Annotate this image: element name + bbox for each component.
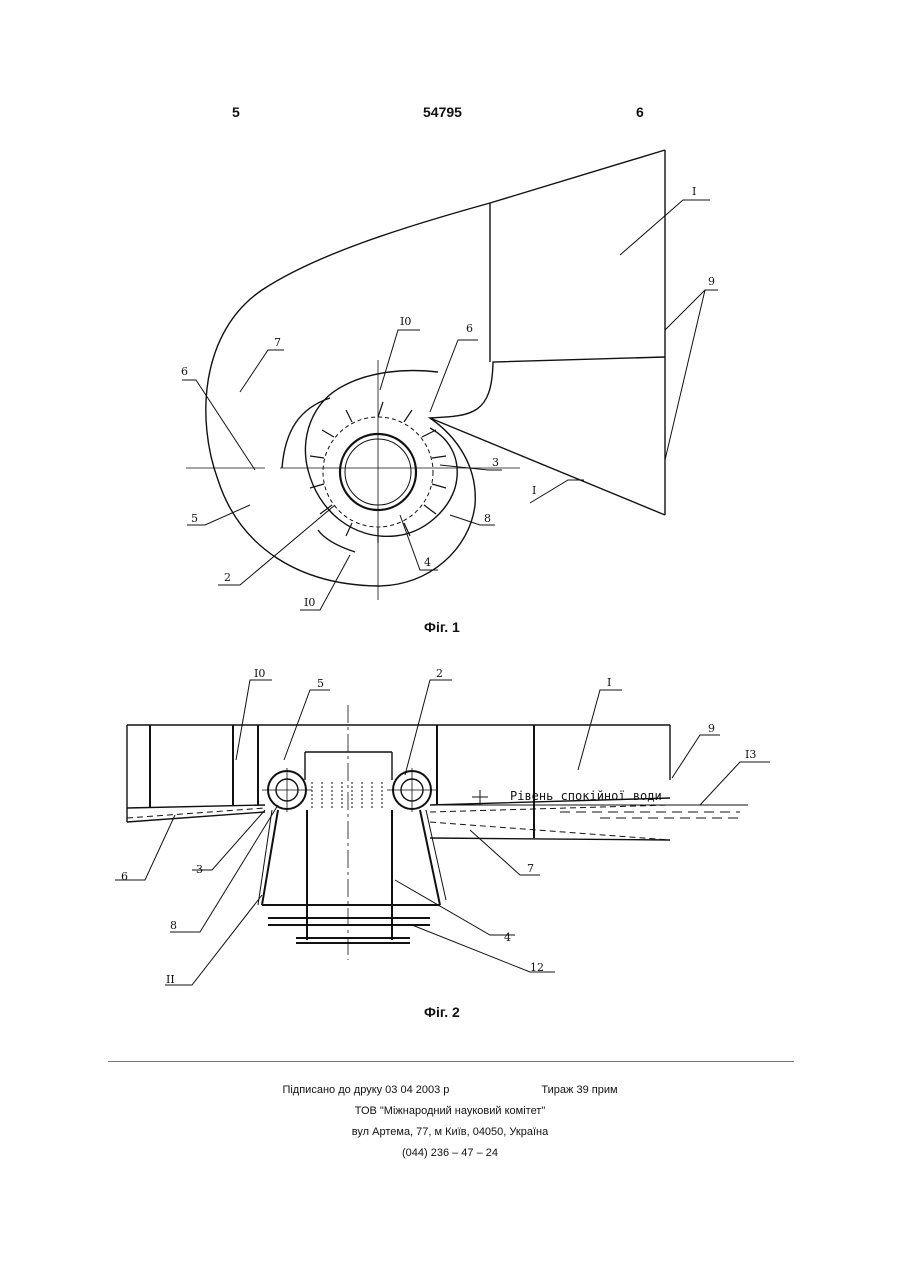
fig2-water-level-text: Рівень спокійної води xyxy=(510,789,662,803)
fig1-inner-spiral-2 xyxy=(282,398,355,552)
fig2-label-10: I0 xyxy=(254,667,265,680)
footer-address: вул Артема, 77, м Київ, 04050, Україна xyxy=(0,1126,900,1138)
fig2-bottom-dashed xyxy=(127,805,670,840)
fig2-water-ripple xyxy=(560,812,740,818)
fig1-label-1-top: I xyxy=(692,185,696,198)
fig2-pipe-crosshair xyxy=(262,768,437,812)
technical-drawing: I 9 I0 6 7 6 3 I 5 8 2 4 I0 Фіг. 1 xyxy=(0,0,900,1060)
figure-2: Рівень спокійної води I0 5 2 I 9 I3 6 3 … xyxy=(115,667,770,1020)
fig1-label-5: 5 xyxy=(191,512,198,525)
fig2-flange-upper xyxy=(268,918,430,925)
fig1-label-4: 4 xyxy=(424,556,431,569)
fig2-label-7: 7 xyxy=(527,862,534,875)
fig1-label-9: 9 xyxy=(708,275,715,288)
fig1-label-1-bottom: I xyxy=(532,484,536,497)
fig2-lower-plate xyxy=(430,838,670,840)
fig1-lower-wedge xyxy=(430,418,665,515)
fig1-leader-lines xyxy=(182,200,718,610)
fig2-label-5: 5 xyxy=(317,677,324,690)
footer-publisher: ТОВ "Міжнародний науковий комітет" xyxy=(0,1105,900,1117)
fig2-ribs xyxy=(150,725,534,838)
fig2-caption: Фіг. 2 xyxy=(424,1004,460,1020)
fig2-label-11: II xyxy=(166,973,175,986)
fig1-label-7: 7 xyxy=(274,336,281,349)
fig2-leader-lines xyxy=(115,680,770,985)
fig2-nozzle-top xyxy=(305,752,392,780)
figure-1: I 9 I0 6 7 6 3 I 5 8 2 4 I0 Фіг. 1 xyxy=(181,150,718,635)
footer-line-1: Підписано до друку 03 04 2003 р Тираж 39 … xyxy=(0,1084,900,1096)
fig1-label-2: 2 xyxy=(224,571,231,584)
fig1-label-6-top: 6 xyxy=(466,322,473,335)
fig2-label-1: I xyxy=(607,676,611,689)
fig2-cone xyxy=(262,810,440,940)
footer-signed: Підписано до друку 03 04 2003 р xyxy=(282,1084,449,1096)
fig2-label-9: 9 xyxy=(708,722,715,735)
fig1-caption: Фіг. 1 xyxy=(424,619,460,635)
fig1-housing-outline xyxy=(206,150,665,586)
fig2-flange-lower xyxy=(296,938,410,943)
fig1-label-3: 3 xyxy=(492,456,499,469)
fig2-nozzle-slots xyxy=(312,782,382,808)
fig1-label-10-bottom: I0 xyxy=(304,596,315,609)
footer-circulation: Тираж 39 прим xyxy=(541,1084,617,1096)
fig2-label-12: 12 xyxy=(530,961,544,974)
footer-divider xyxy=(108,1061,794,1062)
fig1-label-10-top: I0 xyxy=(400,315,411,328)
fig2-label-13: I3 xyxy=(745,748,756,761)
fig2-label-2: 2 xyxy=(436,667,443,680)
fig2-label-8: 8 xyxy=(170,919,177,932)
fig1-inner-spiral xyxy=(305,371,457,537)
fig2-cone-inner xyxy=(258,810,446,905)
fig2-label-3: 3 xyxy=(196,863,203,876)
fig2-label-4: 4 xyxy=(504,931,511,944)
footer-phone: (044) 236 – 47 – 24 xyxy=(0,1147,900,1159)
fig1-label-8: 8 xyxy=(484,512,491,525)
fig1-label-6-left: 6 xyxy=(181,365,188,378)
fig2-label-6: 6 xyxy=(121,870,128,883)
